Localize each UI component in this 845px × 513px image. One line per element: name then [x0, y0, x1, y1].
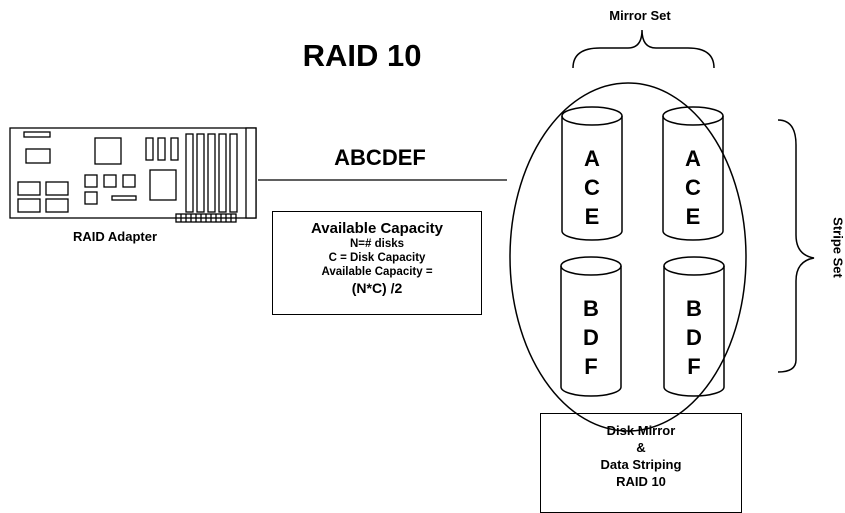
capacity-formula: (N*C) /2	[273, 280, 481, 296]
disk-top-left-letters: A C E	[562, 144, 622, 231]
capacity-heading: Available Capacity	[273, 220, 481, 237]
capacity-line-available: Available Capacity =	[273, 265, 481, 279]
raid-adapter-label: RAID Adapter	[40, 229, 190, 244]
disk-letter: D	[664, 323, 724, 352]
disk-letter: F	[664, 352, 724, 381]
disk-letter: C	[562, 173, 622, 202]
disk-bottom-left-letters: B D F	[561, 294, 621, 381]
disk-letter: B	[561, 294, 621, 323]
disk-letter: A	[562, 144, 622, 173]
disk-letter: A	[663, 144, 723, 173]
info-line-raid-level: RAID 10	[541, 473, 741, 490]
disk-letter: E	[663, 202, 723, 231]
available-capacity-box: Available Capacity N=# disks C = Disk Ca…	[272, 211, 482, 315]
raid-adapter-card-image	[10, 128, 256, 222]
disk-bottom-right-letters: B D F	[664, 294, 724, 381]
capacity-line-disk-capacity: C = Disk Capacity	[273, 251, 481, 265]
info-line-disk-mirror: Disk Mirror	[541, 422, 741, 439]
info-line-data-striping: Data Striping	[541, 456, 741, 473]
disk-letter: B	[664, 294, 724, 323]
stripe-set-brace	[778, 120, 814, 372]
disk-letter: E	[562, 202, 622, 231]
raid-description-box: Disk Mirror & Data Striping RAID 10	[540, 413, 742, 513]
disk-top-right-letters: A C E	[663, 144, 723, 231]
disk-letter: C	[663, 173, 723, 202]
mirror-set-brace	[573, 30, 714, 68]
data-stream-label: ABCDEF	[310, 145, 450, 171]
disk-letter: F	[561, 352, 621, 381]
info-line-ampersand: &	[541, 439, 741, 456]
disk-letter: D	[561, 323, 621, 352]
capacity-line-disks: N=# disks	[273, 237, 481, 251]
